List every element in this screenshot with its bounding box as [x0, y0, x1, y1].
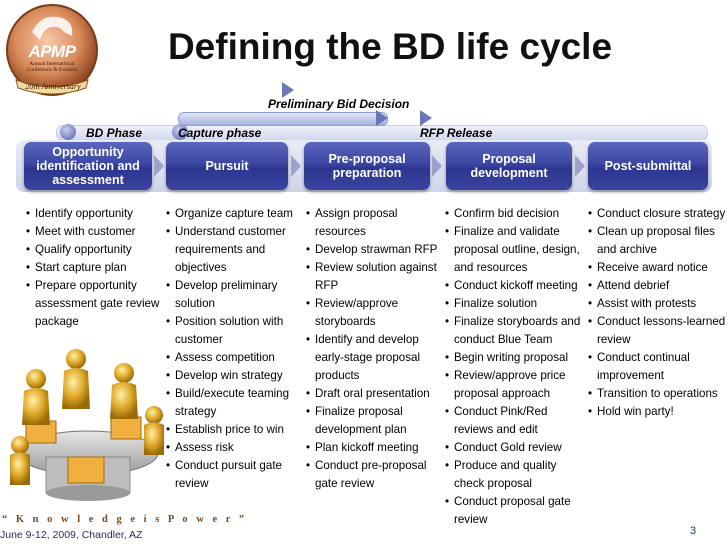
capture-phase-label: Capture phase	[178, 126, 262, 140]
list-item: Finalize storyboards and conduct Blue Te…	[445, 313, 587, 349]
list-item: Conduct pursuit gate review	[166, 457, 300, 493]
list-item: Build/execute teaming strategy	[166, 385, 300, 421]
list-item: Finalize solution	[445, 295, 587, 313]
preliminary-decision-arrow	[282, 82, 294, 98]
list-item: Assist with protests	[588, 295, 726, 313]
phase-arrow	[432, 155, 442, 177]
list-item: Assess risk	[166, 439, 300, 457]
footer-date: June 9-12, 2009, Chandler, AZ	[0, 529, 143, 541]
page-title: Defining the BD life cycle	[167, 26, 613, 67]
list-item: Understand customer requirements and obj…	[166, 223, 300, 277]
list-item: Produce and quality check proposal	[445, 457, 587, 493]
list-item: Develop preliminary solution	[166, 277, 300, 313]
phase-pre-proposal: Pre-proposal preparation	[304, 142, 430, 190]
phase-post-submittal: Post-submittal	[588, 142, 708, 190]
capture-phase-marker	[172, 124, 188, 140]
rfp-release-arrow	[420, 110, 432, 126]
list-item: Receive award notice	[588, 259, 726, 277]
list-item: Identify opportunity	[26, 205, 164, 223]
preliminary-decision-label: Preliminary Bid Decision	[268, 97, 410, 111]
bullets-proposal-development: Confirm bid decision Finalize and valida…	[445, 205, 587, 529]
bd-phase-marker	[60, 124, 76, 140]
list-item: Develop strawman RFP	[306, 241, 442, 259]
list-item: Conduct continual improvement	[588, 349, 726, 385]
list-item: Conduct kickoff meeting	[445, 277, 587, 295]
list-item: Begin writing proposal	[445, 349, 587, 367]
phase-proposal-development: Proposal development	[446, 142, 572, 190]
list-item: Plan kickoff meeting	[306, 439, 442, 457]
team-figures-illustration	[6, 345, 166, 510]
list-item: Draft oral presentation	[306, 385, 442, 403]
bd-phase-label: BD Phase	[86, 126, 143, 140]
list-item: Hold win party!	[588, 403, 726, 421]
list-item: Establish price to win	[166, 421, 300, 439]
list-item: Clean up proposal files and archive	[588, 223, 726, 259]
list-item: Conduct pre-proposal gate review	[306, 457, 442, 493]
bullets-post-submittal: Conduct closure strategy Clean up propos…	[588, 205, 726, 421]
list-item: Position solution with customer	[166, 313, 300, 349]
list-item: Review/approve storyboards	[306, 295, 442, 331]
capture-timeline-bar	[178, 112, 388, 126]
list-item: Conduct proposal gate review	[445, 493, 587, 529]
timeline-bar	[56, 125, 708, 141]
rfp-release-label: RFP Release	[420, 126, 493, 140]
footer-quote: “ K n o w l e d g e i s P o w e r ”	[2, 514, 248, 525]
list-item: Finalize proposal development plan	[306, 403, 442, 439]
list-item: Assign proposal resources	[306, 205, 442, 241]
list-item: Attend debrief	[588, 277, 726, 295]
list-item: Conduct closure strategy	[588, 205, 726, 223]
apmp-logo: APMP Annual International Conference & E…	[2, 2, 102, 98]
list-item: Conduct Gold review	[445, 439, 587, 457]
page-number: 3	[690, 525, 697, 537]
list-item: Qualify opportunity	[26, 241, 164, 259]
phase-pursuit: Pursuit	[166, 142, 288, 190]
list-item: Review solution against RFP	[306, 259, 442, 295]
list-item: Conduct Pink/Red reviews and edit	[445, 403, 587, 439]
list-item: Review/approve price proposal approach	[445, 367, 587, 403]
phase-arrow	[291, 155, 301, 177]
phase-arrow	[154, 155, 164, 177]
list-item: Prepare opportunity assessment gate revi…	[26, 277, 164, 331]
bullets-pre-proposal: Assign proposal resources Develop strawm…	[306, 205, 442, 493]
list-item: Identify and develop early-stage proposa…	[306, 331, 442, 385]
logo-name: APMP	[28, 42, 76, 61]
bullets-opportunity: Identify opportunity Meet with customer …	[26, 205, 164, 331]
list-item: Transition to operations	[588, 385, 726, 403]
phase-opportunity: Opportunity identification and assessmen…	[24, 142, 152, 190]
list-item: Confirm bid decision	[445, 205, 587, 223]
capture-bar-arrow	[376, 110, 388, 126]
list-item: Conduct lessons-learned review	[588, 313, 726, 349]
list-item: Develop win strategy	[166, 367, 300, 385]
bullets-pursuit: Organize capture team Understand custome…	[166, 205, 300, 493]
list-item: Organize capture team	[166, 205, 300, 223]
list-item: Meet with customer	[26, 223, 164, 241]
logo-subtitle: Annual International Conference & Exhibi…	[26, 61, 78, 73]
list-item: Assess competition	[166, 349, 300, 367]
list-item: Start capture plan	[26, 259, 164, 277]
list-item: Finalize and validate proposal outline, …	[445, 223, 587, 277]
phase-arrow	[575, 155, 585, 177]
logo-anniversary: 20th Anniversary	[25, 82, 81, 91]
